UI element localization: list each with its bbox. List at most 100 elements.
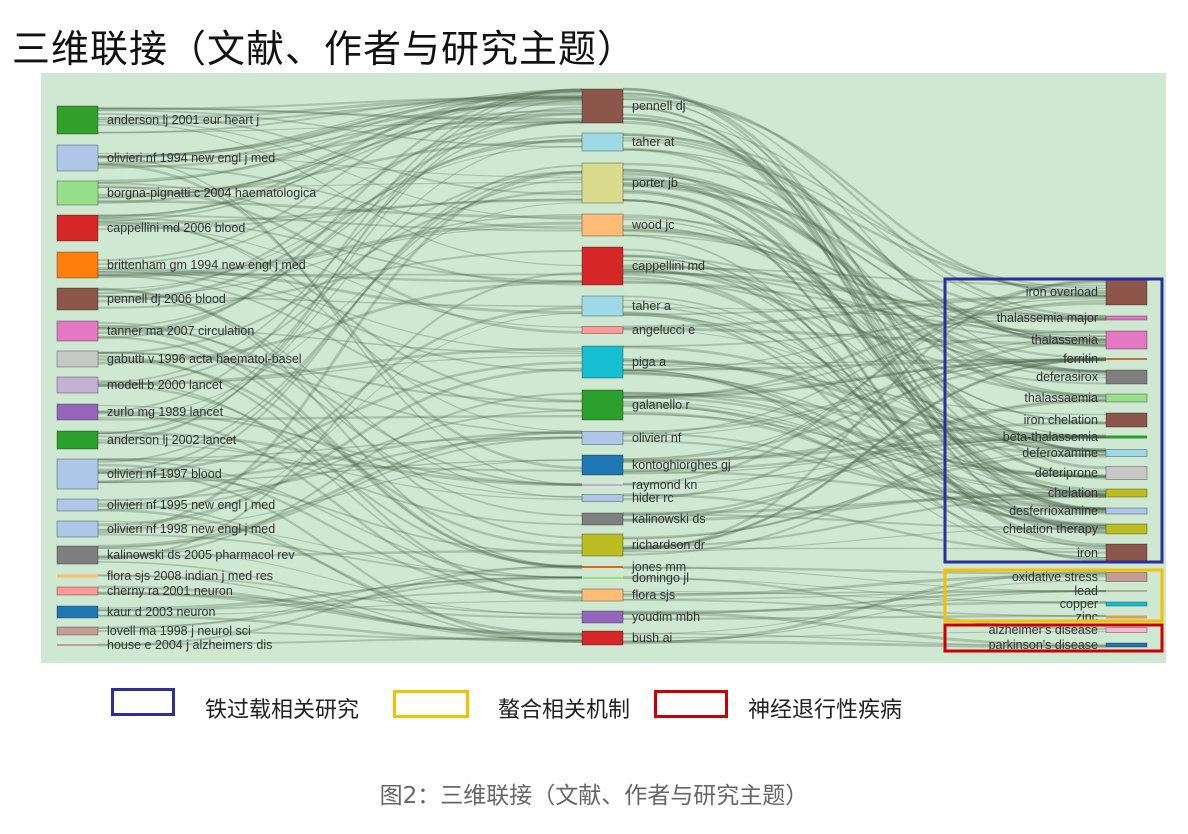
flow-link <box>97 140 583 197</box>
flow-link <box>622 134 1107 295</box>
node-middle-18[interactable]: youdim mbh <box>581 610 700 624</box>
node-box <box>56 180 99 206</box>
node-middle-3[interactable]: wood jc <box>581 213 674 237</box>
flow-link <box>97 271 583 283</box>
node-left-12[interactable]: olivieri nf 1995 new engl j med <box>56 498 275 512</box>
node-right-6[interactable]: iron chelation <box>1024 412 1148 428</box>
node-left-6[interactable]: tanner ma 2007 circulation <box>56 320 254 342</box>
flow-link <box>97 119 583 220</box>
flow-link <box>622 105 1107 533</box>
node-right-14[interactable]: oxidative stress <box>1012 570 1148 584</box>
node-middle-11[interactable]: raymond kn <box>582 478 697 492</box>
legend-box-chelation <box>393 690 469 718</box>
node-right-10[interactable]: chelation <box>1048 486 1148 500</box>
node-label: kaur d 2003 neuron <box>107 605 215 619</box>
flow-link <box>97 99 583 183</box>
node-middle-19[interactable]: bush ai <box>581 630 672 646</box>
flow-link <box>97 121 583 384</box>
node-middle-9[interactable]: olivieri nf <box>581 431 682 445</box>
flow-link <box>97 636 583 646</box>
node-left-18[interactable]: lovell ma 1998 j neurol sci <box>56 624 251 638</box>
node-left-0[interactable]: anderson lj 2001 eur heart j <box>56 105 259 135</box>
node-box <box>1106 615 1147 619</box>
flow-link <box>622 369 1107 558</box>
flow-link <box>97 182 583 286</box>
node-right-1[interactable]: thalassemia major <box>997 311 1148 325</box>
node-left-11[interactable]: olivieri nf 1997 blood <box>56 458 222 490</box>
node-right-16[interactable]: copper <box>1060 597 1148 611</box>
node-label: ferritin <box>1063 352 1098 366</box>
node-right-0[interactable]: iron overload <box>1026 278 1148 306</box>
node-middle-1[interactable]: taher at <box>581 132 675 152</box>
node-middle-7[interactable]: piga a <box>581 345 666 379</box>
flow-link <box>622 400 1107 496</box>
node-left-14[interactable]: kalinowski ds 2005 pharmacol rev <box>56 545 295 565</box>
node-middle-16[interactable]: domingo jl <box>582 571 689 585</box>
flow-link <box>97 107 583 120</box>
node-left-7[interactable]: gabutti v 1996 acta haematol-basel <box>56 350 302 368</box>
flow-link <box>622 254 1107 373</box>
node-box <box>581 246 624 286</box>
node-right-9[interactable]: deferiprone <box>1035 466 1148 480</box>
flow-link <box>622 639 1107 649</box>
node-right-13[interactable]: iron <box>1077 543 1148 563</box>
node-right-2[interactable]: thalassemia <box>1031 330 1148 350</box>
flow-link <box>622 357 1107 437</box>
node-middle-13[interactable]: kalinowski ds <box>581 512 706 526</box>
flow-link <box>97 88 583 262</box>
node-left-8[interactable]: modell b 2000 lancet <box>56 376 223 394</box>
node-left-15[interactable]: flora sjs 2008 indian j med res <box>57 569 273 583</box>
flow-link <box>97 99 583 434</box>
node-left-2[interactable]: borgna-pignatti c 2004 haematologica <box>56 180 316 206</box>
node-left-3[interactable]: cappellini md 2006 blood <box>56 214 245 242</box>
node-middle-8[interactable]: galanello r <box>581 389 690 421</box>
node-right-5[interactable]: thalassaemia <box>1024 391 1148 405</box>
node-left-1[interactable]: olivieri nf 1994 new engl j med <box>56 144 275 172</box>
node-left-13[interactable]: olivieri nf 1998 new engl j med <box>56 520 275 538</box>
flow-link <box>97 459 583 579</box>
node-right-15[interactable]: lead <box>1074 584 1147 598</box>
flow-link <box>622 87 1107 470</box>
node-middle-10[interactable]: kontoghiorghes gj <box>581 454 731 476</box>
node-middle-12[interactable]: hider rc <box>581 491 674 505</box>
node-middle-14[interactable]: richardson dr <box>581 533 705 557</box>
node-box <box>581 610 624 624</box>
node-label: oxidative stress <box>1012 570 1098 584</box>
node-right-11[interactable]: desferrioxamine <box>1009 504 1148 518</box>
node-left-19[interactable]: house e 2004 j alzheimers dis <box>57 638 272 652</box>
node-middle-0[interactable]: pennell dj <box>581 88 686 124</box>
node-right-8[interactable]: deferoxamine <box>1022 446 1148 460</box>
node-right-4[interactable]: deferasirox <box>1036 369 1148 385</box>
flow-link <box>622 214 1107 425</box>
flow-link <box>622 632 1107 647</box>
node-box <box>582 566 623 568</box>
node-left-17[interactable]: kaur d 2003 neuron <box>56 605 215 619</box>
node-middle-6[interactable]: angelucci e <box>581 323 695 337</box>
node-left-4[interactable]: brittenham gm 1994 new engl j med <box>56 251 306 279</box>
node-left-9[interactable]: zurlo mg 1989 lancet <box>56 403 224 421</box>
flow-link <box>97 409 583 511</box>
node-middle-4[interactable]: cappellini md <box>581 246 705 286</box>
node-middle-17[interactable]: flora sjs <box>581 588 675 602</box>
node-box <box>1105 627 1148 633</box>
node-right-12[interactable]: chelation therapy <box>1003 522 1148 536</box>
node-left-5[interactable]: pennell dj 2006 blood <box>56 287 226 311</box>
flow-link <box>622 437 1107 497</box>
node-box <box>581 132 624 152</box>
node-right-19[interactable]: parkinson's disease <box>989 638 1148 652</box>
node-right-3[interactable]: ferritin <box>1063 352 1147 366</box>
node-box <box>57 644 98 646</box>
node-left-16[interactable]: cherny ra 2001 neuron <box>56 584 233 598</box>
node-middle-15[interactable]: jones mm <box>582 560 686 574</box>
flow-link <box>622 264 1107 322</box>
node-left-10[interactable]: anderson lj 2002 lancet <box>56 430 237 450</box>
node-box <box>581 345 624 379</box>
node-right-7[interactable]: beta-thalassemia <box>1003 430 1147 444</box>
flow-link <box>622 470 1107 498</box>
flow-link <box>97 218 583 433</box>
node-middle-5[interactable]: taher a <box>581 295 671 317</box>
flow-link <box>97 296 583 307</box>
node-middle-2[interactable]: porter jb <box>581 162 678 204</box>
flow-link <box>622 371 1107 528</box>
node-label: richardson dr <box>632 538 705 552</box>
